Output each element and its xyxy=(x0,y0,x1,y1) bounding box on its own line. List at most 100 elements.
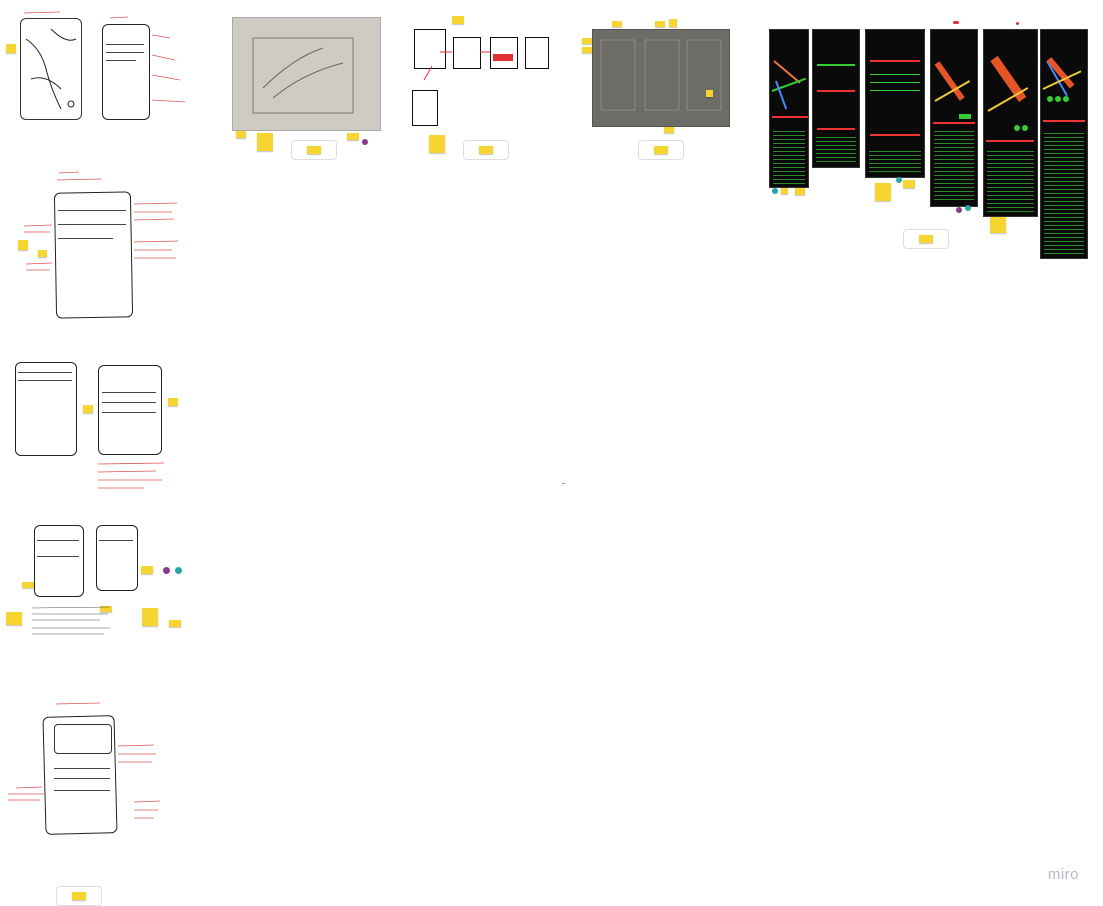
reaction-teal-dot[interactable] xyxy=(772,188,778,194)
sketch-screen-frame[interactable] xyxy=(96,525,138,591)
neon-line xyxy=(870,90,920,91)
neon-route xyxy=(933,122,975,124)
dark-screen-map[interactable] xyxy=(769,29,809,188)
map-pin[interactable] xyxy=(1014,125,1020,131)
neon-line xyxy=(817,64,855,66)
neon-line xyxy=(870,82,920,83)
sticky-note[interactable] xyxy=(664,127,674,133)
sticky-note[interactable] xyxy=(919,235,933,243)
map-pin[interactable] xyxy=(1055,96,1061,102)
annotation-left-scribbles xyxy=(23,224,53,271)
sticky-note[interactable] xyxy=(6,612,22,625)
sketch-phone-frame[interactable] xyxy=(102,24,150,120)
green-notes xyxy=(869,148,921,172)
wireframe-screen[interactable] xyxy=(490,37,518,69)
sticky-note[interactable] xyxy=(582,47,592,53)
sticky-note[interactable] xyxy=(236,131,246,138)
dark-screen-list[interactable] xyxy=(812,29,860,168)
sticky-note[interactable] xyxy=(903,180,915,188)
map-pin[interactable] xyxy=(1063,96,1069,102)
wireframe-highlight xyxy=(493,54,513,61)
sticky-note[interactable] xyxy=(38,250,47,257)
sticky-note[interactable] xyxy=(655,21,665,27)
sticky-note[interactable] xyxy=(990,217,1006,233)
wireframe-screen[interactable] xyxy=(453,37,481,69)
sketch-map-frame[interactable] xyxy=(20,18,82,120)
sketch-line xyxy=(58,210,126,211)
sticky-note[interactable] xyxy=(72,892,86,900)
reaction-teal-dot[interactable] xyxy=(896,177,902,183)
sticky-note[interactable] xyxy=(669,19,677,27)
frame-card[interactable] xyxy=(463,140,509,160)
map-pin[interactable] xyxy=(1047,96,1053,102)
neon-line xyxy=(870,74,920,75)
green-notes xyxy=(987,148,1034,212)
sketch-screen-frame[interactable] xyxy=(15,362,77,456)
dark-screen-map[interactable] xyxy=(930,29,978,207)
sketch-box xyxy=(54,724,112,754)
neon-route xyxy=(986,140,1034,142)
sketch-line xyxy=(106,44,144,45)
frame-card[interactable] xyxy=(903,229,949,249)
sticky-note[interactable] xyxy=(83,405,93,413)
frame-card[interactable] xyxy=(56,886,102,906)
annotation-bottom-scribbles xyxy=(97,462,165,489)
sticky-note[interactable] xyxy=(612,21,622,27)
sketch-line xyxy=(37,540,79,541)
reaction-purple-dot[interactable] xyxy=(362,139,368,145)
sticky-note[interactable] xyxy=(452,16,464,24)
sticky-note[interactable] xyxy=(654,146,668,154)
sticky-note[interactable] xyxy=(706,90,713,97)
wireframe-screen[interactable] xyxy=(412,90,438,126)
reaction-purple-dot[interactable] xyxy=(163,567,170,574)
reaction-purple-dot[interactable] xyxy=(956,207,962,213)
sketch-line xyxy=(37,556,79,557)
sketch-photo-content xyxy=(252,37,354,114)
sticky-note[interactable] xyxy=(169,620,181,627)
dark-screen-list[interactable] xyxy=(865,29,925,178)
map-pin[interactable] xyxy=(1022,125,1028,131)
sticky-note[interactable] xyxy=(142,608,158,626)
reaction-teal-dot[interactable] xyxy=(965,205,971,211)
sketch-photo-dark[interactable] xyxy=(592,29,730,127)
sticky-note[interactable] xyxy=(168,398,178,406)
sticky-note[interactable] xyxy=(479,146,493,154)
sketch-photo[interactable] xyxy=(232,17,381,131)
sticky-note[interactable] xyxy=(582,38,592,44)
sketch-line xyxy=(58,238,113,239)
sketch-line xyxy=(99,540,133,541)
green-notes xyxy=(1044,130,1084,254)
sticky-note[interactable] xyxy=(429,135,445,153)
map-button[interactable] xyxy=(959,114,971,119)
sticky-note[interactable] xyxy=(795,188,805,195)
miro-logo-icon: miro xyxy=(1047,866,1079,883)
annotation-left-scribbles xyxy=(8,786,44,801)
sticky-note[interactable] xyxy=(307,146,321,154)
annotation-right-scribbles xyxy=(133,202,179,259)
notes-scribbles xyxy=(31,606,111,635)
sticky-note[interactable] xyxy=(22,582,34,588)
reaction-teal-dot[interactable] xyxy=(175,567,182,574)
wireframe-screen[interactable] xyxy=(525,37,549,69)
sticky-note[interactable] xyxy=(100,606,112,612)
dark-screen-map[interactable] xyxy=(983,29,1038,217)
sketch-line xyxy=(102,392,156,393)
sketch-line xyxy=(18,372,72,373)
sketch-screen-frame[interactable] xyxy=(34,525,84,597)
sticky-note[interactable] xyxy=(257,133,273,151)
sketch-line xyxy=(54,778,110,779)
sticky-note[interactable] xyxy=(781,188,788,194)
frame-card[interactable] xyxy=(291,140,337,160)
green-notes xyxy=(773,128,805,184)
sticky-note[interactable] xyxy=(875,183,891,201)
sticky-note[interactable] xyxy=(18,240,28,250)
sticky-note[interactable] xyxy=(6,44,16,53)
sticky-note[interactable] xyxy=(141,566,153,574)
neon-route xyxy=(934,61,965,101)
sketch-line xyxy=(106,52,144,53)
sketch-screen-frame[interactable] xyxy=(98,365,162,455)
frame-card[interactable] xyxy=(638,140,684,160)
dark-screen-map[interactable] xyxy=(1040,29,1088,259)
sticky-note[interactable] xyxy=(347,133,359,140)
